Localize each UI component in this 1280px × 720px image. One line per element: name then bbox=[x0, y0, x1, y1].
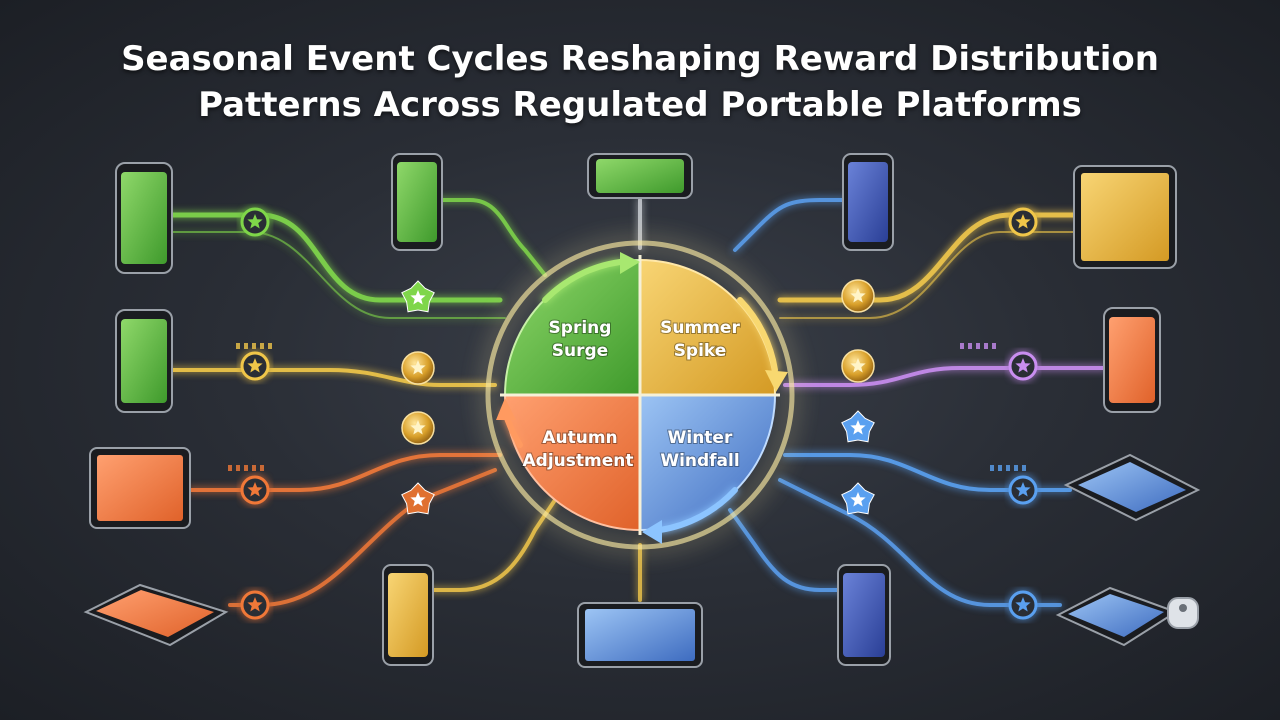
arrowhead-winter-icon bbox=[642, 520, 662, 544]
devices bbox=[83, 153, 1201, 668]
path-green-top-b bbox=[149, 231, 506, 319]
season-cycle: Spring Surge Summer Spike Autumn Adjustm… bbox=[485, 240, 795, 550]
autumn-label-1: Autumn bbox=[542, 428, 617, 448]
star-badge-icon bbox=[841, 410, 875, 443]
path-yellow-bottom bbox=[428, 498, 557, 592]
path-blue-top bbox=[733, 198, 847, 252]
tablet-icon bbox=[83, 583, 229, 647]
gold-coin-icon bbox=[841, 349, 875, 383]
arrowhead-spring-icon bbox=[620, 252, 640, 274]
star-badge-icon bbox=[401, 280, 435, 313]
winter-label-2: Windfall bbox=[660, 451, 739, 471]
tablet-icon bbox=[1073, 165, 1177, 269]
path-blue-1 bbox=[783, 453, 1072, 492]
smartphone-icon bbox=[1103, 307, 1161, 413]
autumn-label-2: Adjustment bbox=[523, 451, 634, 471]
arrowhead-autumn-icon bbox=[496, 398, 516, 420]
star-node-icon bbox=[1008, 351, 1038, 381]
path-purple-right bbox=[783, 366, 1107, 387]
handheld-console-icon bbox=[1055, 586, 1199, 647]
star-node-icon bbox=[1008, 475, 1038, 505]
spring-label-1: Spring bbox=[549, 318, 612, 338]
star-node-icon bbox=[1008, 590, 1038, 620]
gold-coin-icon bbox=[401, 411, 435, 445]
star-node-icon bbox=[1008, 207, 1038, 237]
reward-badges bbox=[401, 279, 875, 515]
connection-paths bbox=[147, 198, 1107, 607]
title-line-1: Seasonal Event Cycles Reshaping Reward D… bbox=[121, 39, 1159, 79]
winter-label-1: Winter bbox=[668, 428, 733, 448]
accent-ticks bbox=[236, 343, 272, 349]
star-badge-icon bbox=[401, 482, 435, 515]
smartphone-icon bbox=[391, 153, 443, 251]
title-line-2: Patterns Across Regulated Portable Platf… bbox=[198, 85, 1082, 125]
star-badge-icon bbox=[841, 482, 875, 515]
smartphone-icon bbox=[587, 153, 693, 199]
path-yellow-right-b bbox=[779, 231, 1076, 319]
path-green-top bbox=[147, 212, 503, 303]
path-orange-1 bbox=[188, 453, 502, 492]
cycle-arrow-winter bbox=[657, 487, 738, 533]
gold-coin-icon bbox=[401, 351, 435, 385]
smartphone-icon bbox=[115, 162, 173, 274]
path-green-mid bbox=[418, 198, 547, 277]
arrowhead-summer-icon bbox=[765, 370, 788, 392]
spring-label-2: Surge bbox=[552, 341, 608, 361]
star-node-icon bbox=[240, 590, 270, 620]
path-yellow-left bbox=[148, 368, 497, 387]
page-title: Seasonal Event Cycles Reshaping Reward D… bbox=[0, 36, 1280, 128]
gold-coin-icon bbox=[841, 279, 875, 313]
star-node-icon bbox=[240, 207, 270, 237]
smartphone-icon bbox=[837, 564, 891, 666]
tablet-icon bbox=[89, 447, 191, 529]
path-blue-bottom bbox=[728, 508, 847, 592]
tablet-icon bbox=[1063, 453, 1201, 522]
path-blue-2 bbox=[778, 478, 1062, 607]
smartphone-icon bbox=[842, 153, 894, 251]
path-orange-2 bbox=[228, 468, 497, 607]
cycle-arrow-summer bbox=[737, 297, 778, 373]
star-node-icon bbox=[240, 351, 270, 381]
cycle-arrow-spring bbox=[542, 259, 623, 303]
smartphone-icon bbox=[382, 564, 434, 666]
star-nodes bbox=[240, 207, 1038, 620]
summer-label-1: Summer bbox=[660, 318, 740, 338]
tablet-icon bbox=[577, 602, 703, 668]
smartphone-icon bbox=[115, 309, 173, 413]
summer-label-2: Spike bbox=[674, 341, 727, 361]
path-yellow-right bbox=[777, 212, 1083, 303]
star-node-icon bbox=[240, 475, 270, 505]
